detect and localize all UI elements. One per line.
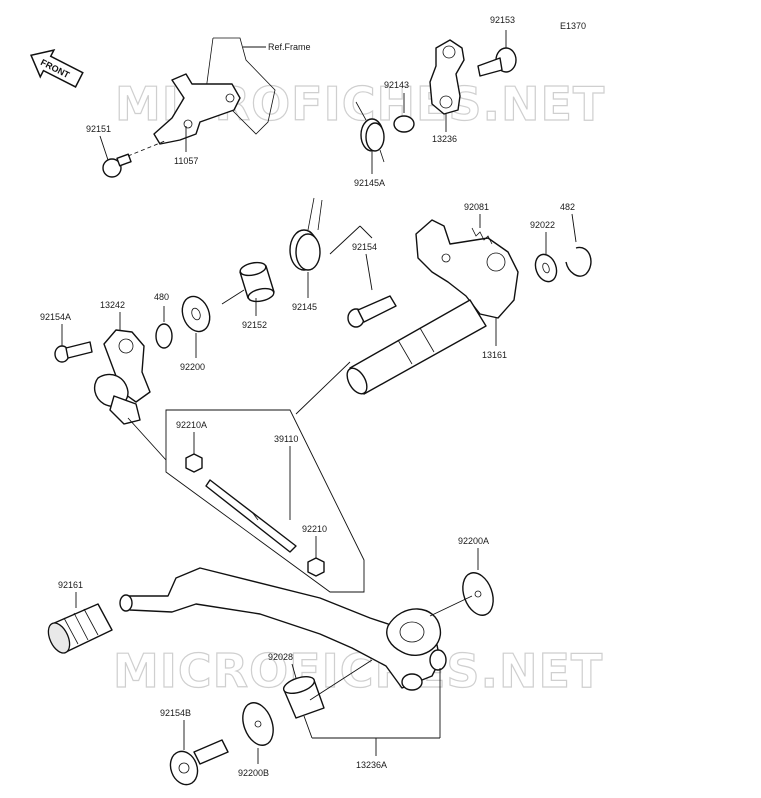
label-13236: 13236 [432,134,457,144]
spring-92081 [471,214,493,245]
washer-92022 [534,232,558,283]
watermark-bottom: MICROFICHES.NET [113,644,603,698]
circlip-482 [565,213,592,277]
shift-shaft-13161 [295,219,519,415]
label-92210a: 92210A [176,420,207,430]
bracket-11057 [153,73,241,152]
washer-92200b [242,702,274,764]
washer-92200 [181,295,211,358]
collar-92152 [221,261,275,316]
leader-13236a [303,668,441,756]
shift-rod [205,479,297,553]
rod-assembly-box-39110 [165,409,365,593]
nut-92210a [185,432,203,473]
ref-frame-label: Ref.Frame [268,42,311,52]
label-13242: 13242 [100,300,125,310]
label-92145: 92145 [292,302,317,312]
label-92028: 92028 [268,652,293,662]
label-92200a: 92200A [458,536,489,546]
nut-92210 [307,536,325,577]
label-480: 480 [154,292,169,302]
spring-92145 [289,197,373,298]
bolt-92154a [54,324,93,363]
label-92143: 92143 [384,80,409,90]
front-arrow-icon: FRONT [30,49,84,88]
collar-92143 [393,93,415,133]
circlip-480 [155,306,173,349]
collar-92028 [282,659,373,719]
label-92154b: 92154B [160,708,191,718]
label-92200: 92200 [180,362,205,372]
label-92161: 92161 [58,580,83,590]
lever-13242 [93,312,167,461]
bolt-92151 [99,135,166,178]
shift-pedal [119,567,447,691]
label-92154a: 92154A [40,312,71,322]
pedal-rubber-92161 [47,592,113,654]
label-13161: 13161 [482,350,507,360]
bolt-92153 [477,30,517,77]
label-92081: 92081 [464,202,489,212]
label-482: 482 [560,202,575,212]
label-13236a: 13236A [356,760,387,770]
label-92145a: 92145A [354,178,385,188]
diagram-code: E1370 [560,21,586,31]
washer-92200a [429,548,494,617]
bolt-92154b [169,720,229,786]
label-92151: 92151 [86,124,111,134]
label-92200b: 92200B [238,768,269,778]
label-92154: 92154 [352,242,377,252]
label-92153: 92153 [490,15,515,25]
label-11057: 11057 [174,156,198,166]
label-92210: 92210 [302,524,327,534]
spring-92145a [355,101,385,174]
arm-13236 [429,39,465,132]
label-92022: 92022 [530,220,555,230]
label-39110: 39110 [274,434,298,444]
label-92152: 92152 [242,320,267,330]
bolt-92154 [347,253,397,328]
